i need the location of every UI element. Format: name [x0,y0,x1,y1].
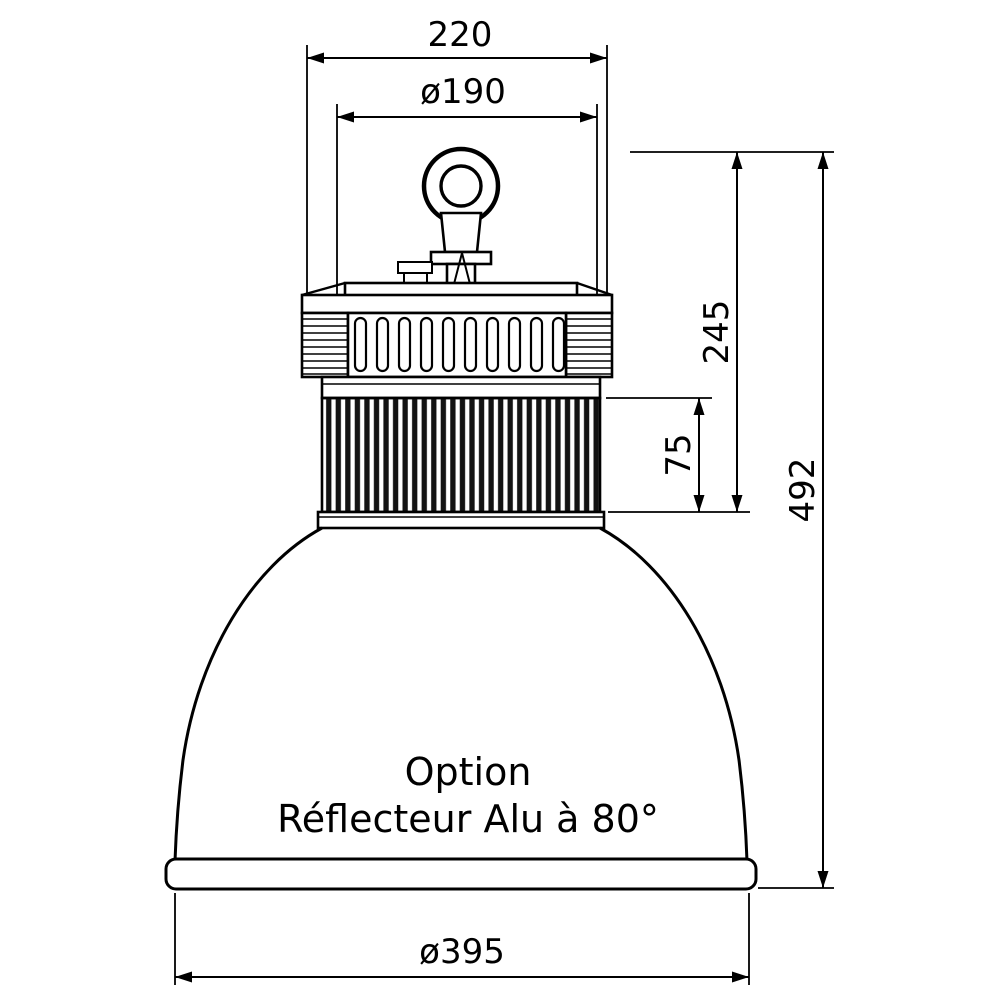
arrowhead [175,971,192,983]
arrowhead [693,398,705,415]
hex-bolt-head [397,261,433,274]
annotation-line1: Option [405,750,532,794]
dim-label-reflector-diameter: ø395 [419,932,505,972]
reflector-mount-ring [316,510,606,530]
clevis-bracket [439,211,483,254]
vent-slot [441,316,456,373]
top-flange [300,293,614,315]
dim-label-hook-diameter: ø190 [420,72,506,112]
collar [320,375,602,400]
side-block-left-ribs [303,318,347,375]
dim-label-heatsink-height: 75 [659,433,699,476]
vent-slot [463,316,478,373]
arrowhead [731,495,743,512]
cap-chamfer-left [301,281,346,297]
dim-label-top-width: 220 [428,15,493,55]
vent-slot [485,316,500,373]
side-block-right-ribs [567,318,611,375]
reflector-rim [164,857,758,891]
dim-label-upper-height: 245 [697,300,737,365]
vent-slot [353,316,368,373]
arrowhead [580,111,597,123]
pointer-cone [453,252,471,285]
vent-slot [507,316,522,373]
eye-ring-inner [439,164,483,208]
annotation-line2: Réflecteur Alu à 80° [277,797,659,841]
vent-slot [419,316,434,373]
arrowhead [732,971,749,983]
reflector-bell-left [173,526,323,862]
arrowhead [817,871,829,888]
arrowhead [693,495,705,512]
arrowhead [731,152,743,169]
vent-slot [375,316,390,373]
reflector-bell-right [599,526,749,862]
vent-slot [397,316,412,373]
arrowhead [337,111,354,123]
arrowhead [307,52,324,64]
heatsink-fins [320,396,602,514]
arrowhead [817,152,829,169]
vent-slot [529,316,544,373]
dim-label-total-height: 492 [783,458,823,523]
vent-slot [551,316,566,373]
arrowhead [590,52,607,64]
